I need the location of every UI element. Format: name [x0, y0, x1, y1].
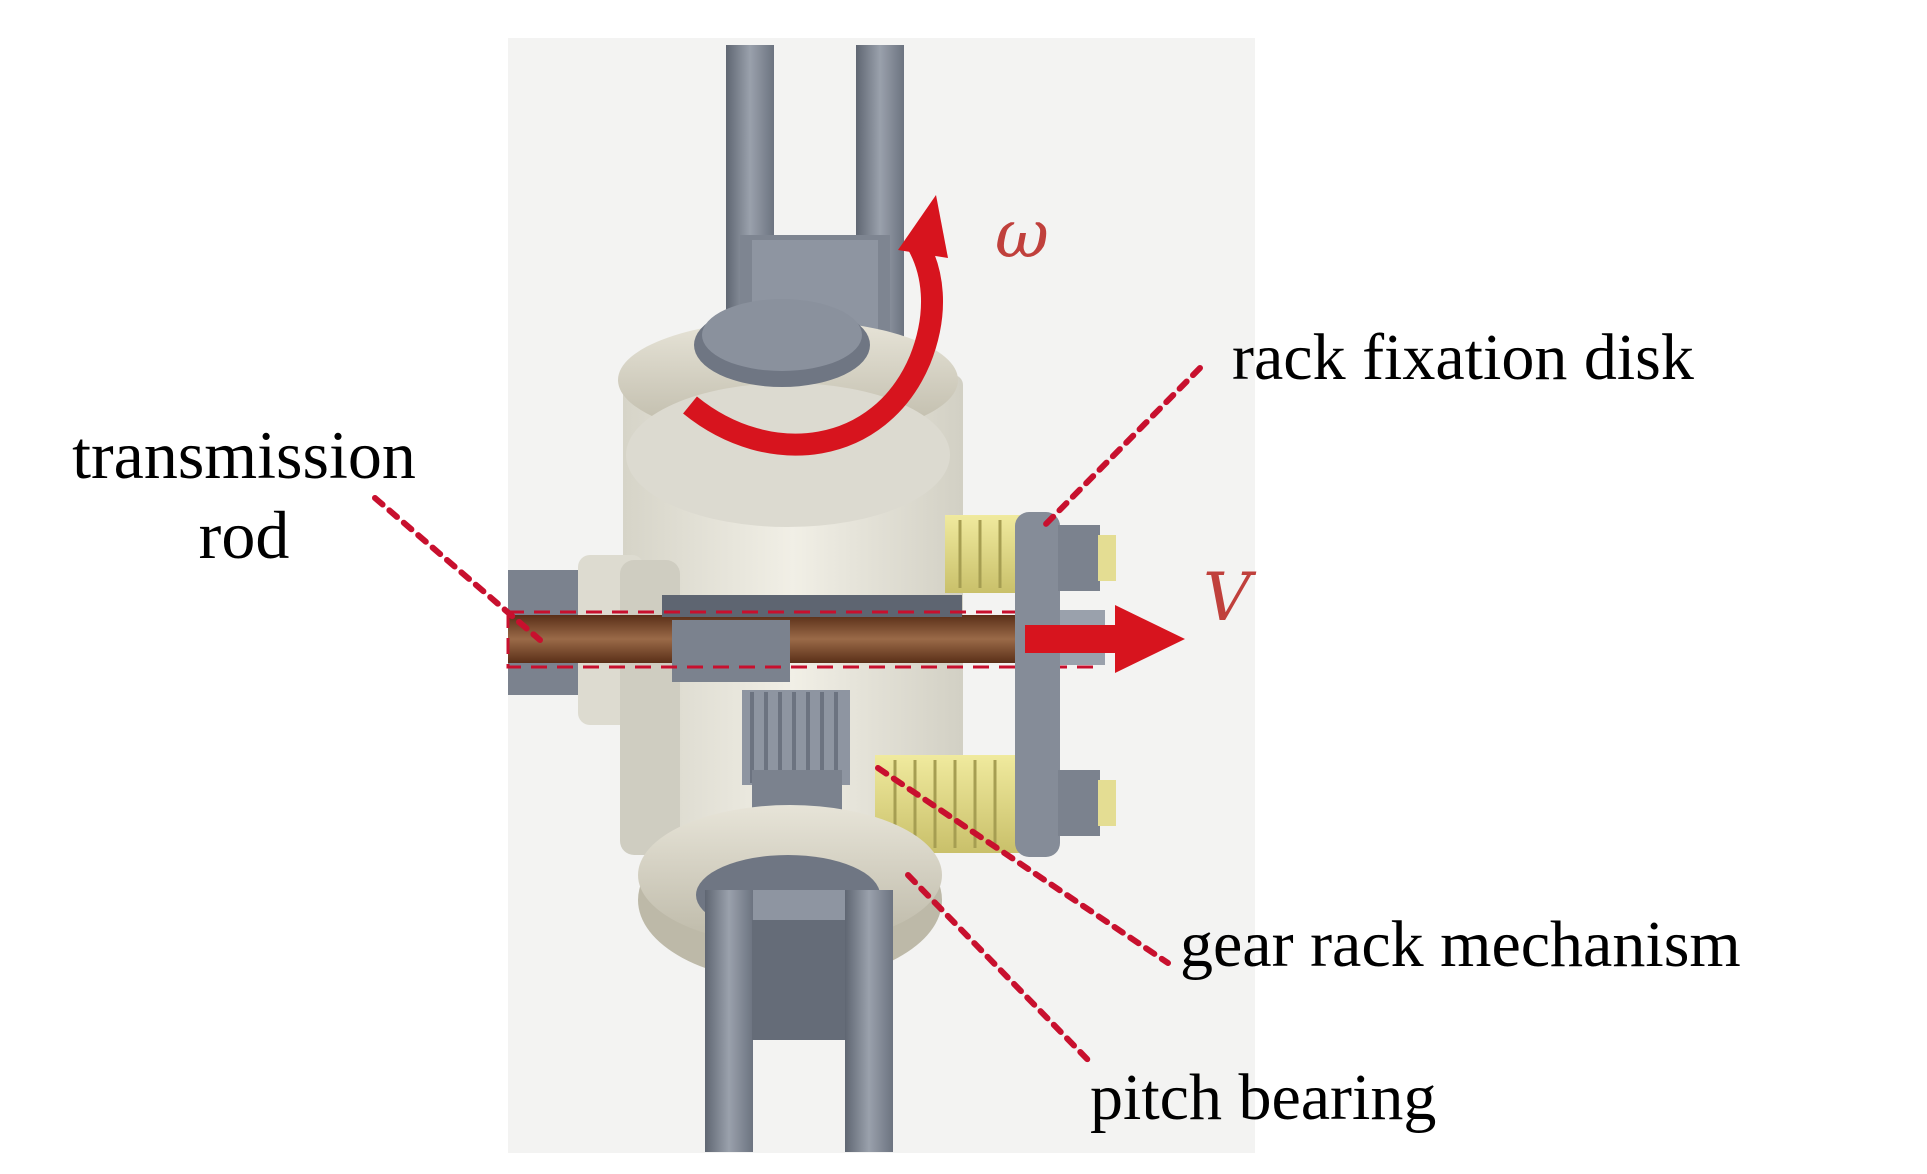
label-transmission-rod: transmission rod — [14, 415, 474, 575]
lower-fork — [705, 890, 893, 1152]
symbol-velocity: V — [1203, 559, 1251, 636]
leader-rack-fixation-disk — [1037, 365, 1203, 533]
transmission-rod — [506, 595, 1100, 682]
leader-pitch-bearing — [905, 872, 1093, 1065]
leader-lines — [372, 365, 1203, 1065]
pinion-gear — [742, 690, 850, 820]
label-gear-rack-mechanism: gear rack mechanism — [1180, 908, 1741, 981]
label-transmission-line1: transmission — [72, 417, 416, 493]
rotation-arrow — [683, 195, 948, 456]
label-pitch-bearing: pitch bearing — [1090, 1061, 1437, 1134]
leader-gear-rack — [875, 765, 1171, 966]
symbol-omega: ω — [995, 196, 1049, 273]
label-rack-fixation-disk: rack fixation disk — [1232, 321, 1694, 394]
velocity-arrow — [1025, 605, 1185, 673]
rack-fixation-disk — [1015, 512, 1116, 857]
leader-transmission-rod — [372, 495, 543, 643]
gear-racks — [875, 515, 1027, 853]
label-transmission-line2: rod — [198, 497, 290, 574]
